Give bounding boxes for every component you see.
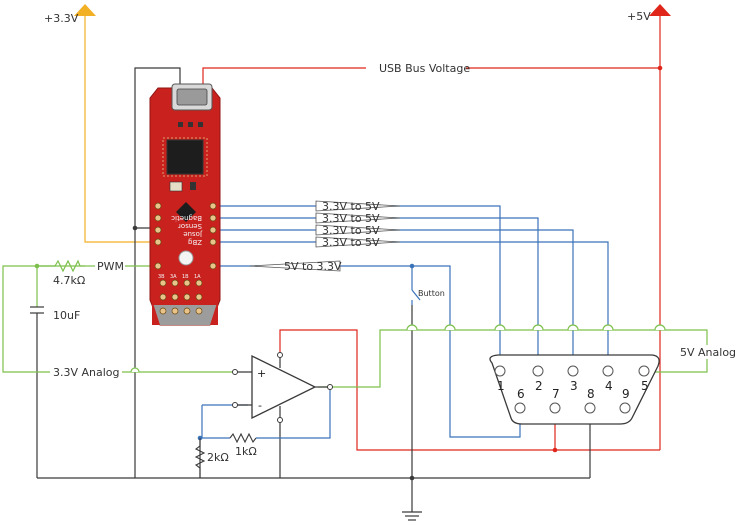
- pwm-resistor: [37, 259, 95, 273]
- db9-pin-9: 9: [622, 387, 630, 401]
- v5-arrow-icon: [649, 4, 671, 16]
- board-silkscreen: Josue Sensor Bagnetic ZBg: [171, 214, 203, 246]
- db9-pin-2: 2: [535, 379, 543, 393]
- analog5-label: 5V Analog: [680, 346, 736, 359]
- usb-label-bg: [366, 61, 466, 75]
- board-pad-labels: 3B 3A 1B 1A: [158, 274, 201, 280]
- shifter-3-label: 3.3V to 5V: [322, 224, 380, 237]
- v33-rail: [84, 12, 158, 243]
- pwm-label-bg: [95, 259, 125, 273]
- resistor-2k-value: 2kΩ: [207, 451, 229, 464]
- db9-pin-8: 8: [587, 387, 595, 401]
- v5-junction-pin7: [552, 447, 558, 453]
- level-shifter-5: 5V to 3.3V: [249, 260, 342, 273]
- analog-bumps: [130, 324, 666, 373]
- shifter-4-label: 3.3V to 5V: [322, 236, 380, 249]
- button-icon: [178, 250, 194, 266]
- v5-label: +5V: [627, 10, 651, 23]
- shifter-2-label: 3.3V to 5V: [322, 212, 380, 225]
- resistor-2k: [194, 438, 206, 478]
- analog33-label-bg: [50, 365, 122, 379]
- db9-pin-5: 5: [641, 379, 649, 393]
- usb-bus-label: USB Bus Voltage: [379, 62, 470, 75]
- v33-arrow-icon: [74, 4, 96, 16]
- svg-text:1A: 1A: [194, 274, 201, 280]
- svg-text:1B: 1B: [182, 274, 189, 280]
- v5-junction: [657, 65, 663, 71]
- db9-pin-3: 3: [570, 379, 578, 393]
- svg-text:Josue: Josue: [183, 230, 203, 238]
- gnd-junction-2: [409, 475, 415, 481]
- v5-rail: [202, 12, 661, 451]
- svg-text:Bagnetic: Bagnetic: [171, 214, 202, 222]
- button-label: Button: [418, 289, 445, 298]
- db9-pin-6: 6: [517, 387, 525, 401]
- svg-text:3A: 3A: [170, 274, 177, 280]
- db9-pin-7: 7: [552, 387, 560, 401]
- opamp-minus: -: [258, 399, 262, 412]
- sensor-chip: [176, 202, 196, 222]
- ground-net: [36, 67, 591, 512]
- capacitor: [30, 306, 44, 320]
- level-shifter-4: 3.3V to 5V: [315, 236, 401, 249]
- pwm-resistor-value: 4.7kΩ: [53, 274, 85, 287]
- db9-pin-1: 1: [497, 379, 505, 393]
- db9-pin-4: 4: [605, 379, 613, 393]
- level-shifter-3: 3.3V to 5V: [315, 224, 401, 237]
- level-shifter-1: 3.3V to 5V: [315, 200, 401, 213]
- db9-connector: 1 2 3 4 5 6 7 8 9: [489, 354, 660, 425]
- signal-junction: [409, 263, 415, 269]
- analog33-label: 3.3V Analog: [53, 366, 120, 379]
- gnd-junction: [132, 225, 138, 231]
- v33-label: +3.3V: [44, 12, 79, 25]
- analog5-label-bg: [678, 345, 738, 359]
- resistor-1k-value: 1kΩ: [235, 445, 257, 458]
- opamp-plus: +: [257, 367, 266, 380]
- level-shifter-2: 3.3V to 5V: [315, 212, 401, 225]
- mcu-chip: [166, 139, 204, 175]
- svg-text:Sensor: Sensor: [178, 222, 202, 230]
- shifter-5-label: 5V to 3.3V: [284, 260, 342, 273]
- opamp: + -: [232, 352, 333, 423]
- resistor-1k: [229, 432, 257, 444]
- ground-symbol-icon: [402, 511, 422, 521]
- pwm-label: PWM: [97, 260, 124, 273]
- svg-text:3B: 3B: [158, 274, 165, 280]
- shifter-1-label: 3.3V to 5V: [322, 200, 380, 213]
- microcontroller-board: Josue Sensor Bagnetic ZBg 3B 3A 1B 1A: [149, 83, 221, 326]
- cap-value: 10uF: [53, 309, 80, 322]
- board-pads: [154, 202, 217, 315]
- svg-text:ZBg: ZBg: [188, 238, 202, 246]
